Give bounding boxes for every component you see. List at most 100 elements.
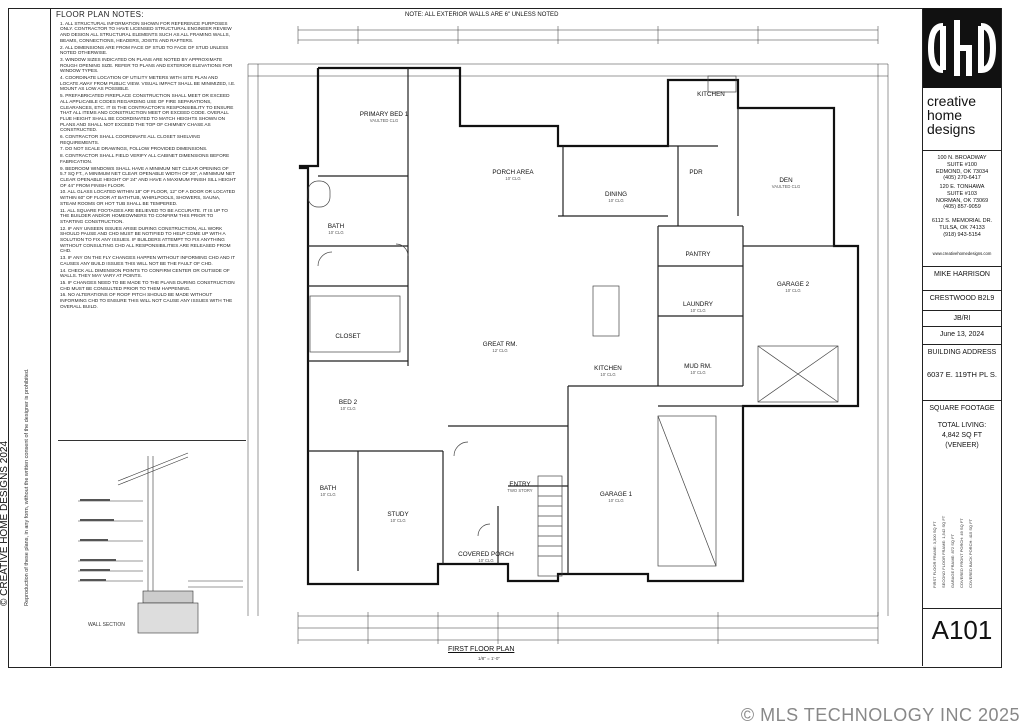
note-item: 14. CHECK ALL DIMENSION POINTS TO CONFIR…: [60, 267, 230, 279]
note-item: 6. CONTRACTOR SHALL COORDINATE ALL CLOSE…: [60, 134, 201, 145]
office-line: SUITE #100: [947, 161, 977, 168]
room-ceiling-note: 10' CLG: [690, 370, 705, 375]
note-item: 7. DO NOT SCALE DRAWINGS, FOLLOW PROVIDE…: [60, 146, 208, 152]
office-line: (405) 270-6417: [943, 175, 981, 182]
total-living-value: 4,842 SQ FT: [941, 432, 983, 439]
room-label: MUD RM.: [684, 363, 712, 370]
room-label: CLOSET: [335, 333, 360, 340]
drawn-by-initials: JB/RI: [923, 310, 1001, 331]
room-label: PANTRY: [686, 251, 712, 258]
chd-logo: [923, 8, 1001, 88]
office-line: NORMAN, OK 73069: [935, 197, 989, 204]
mls-watermark: © MLS TECHNOLOGY INC 2025: [740, 705, 1020, 725]
room-label: KITCHEN: [594, 365, 622, 372]
room-ceiling-note: 10' CLG: [390, 518, 405, 523]
note-item: 2. ALL DIMENSIONS ARE FROM FACE OF STUD …: [60, 44, 229, 56]
copyright-subtext: Reproduction of these plans, in any form…: [24, 368, 30, 606]
plan-title: FIRST FLOOR PLAN: [448, 646, 515, 653]
room-ceiling-note: 10' CLG: [600, 372, 615, 377]
square-footage-label: SQUARE FOOTAGE: [923, 400, 1001, 417]
plan-name: CRESTWOOD B2L9: [923, 290, 1001, 315]
title-block: creative home designs 100 N. BROADWAY SU…: [922, 8, 1001, 666]
office-line: 6112 S. MEMORIAL DR.: [931, 218, 993, 224]
plan-date: June 13, 2024: [923, 326, 1001, 347]
note-item: 3. WINDOW SIZES INDICATED ON PLANS ARE N…: [60, 56, 233, 74]
building-address-label: BUILDING ADDRESS: [923, 344, 1001, 363]
notes-title: FLOOR PLAN NOTES:: [56, 10, 144, 19]
office-line: (405) 857-9059: [943, 204, 981, 211]
room-ceiling-note: 10' CLG: [608, 498, 623, 503]
brand-line-1: creative: [927, 93, 977, 109]
note-item: 1. ALL STRUCTURAL INFORMATION SHOWN FOR …: [60, 20, 232, 43]
client-name: MIKE HARRISON: [923, 266, 1001, 291]
drawing-sheet: [8, 8, 1002, 668]
wall-section-drawing: WALL SECTION: [78, 452, 243, 634]
note-item: 13. IF ANY ON THE FLY CHANGES HAPPEN WIT…: [60, 255, 236, 266]
room-label: KITCHEN: [697, 91, 725, 98]
room-label: BED 2: [339, 399, 358, 406]
room-label: ENTRY: [509, 481, 531, 488]
office-edmond: 100 N. BROADWAY SUITE #100 EDMOND, OK 73…: [923, 150, 1001, 182]
note-item: 15. IF CHANGES NEED TO BE MADE TO THE PL…: [60, 279, 235, 291]
note-item: 10. ALL GLASS LOCATED WITHIN 18" OF FLOO…: [60, 189, 236, 206]
room-ceiling-note: VAULTED CLG: [370, 118, 398, 123]
sqft-line: COVERED FRONT PORCH: 49 SQ FT: [959, 518, 964, 588]
chd-logo-mark: [927, 20, 997, 76]
room-label: DEN: [779, 177, 793, 184]
room-label: PORCH AREA: [492, 169, 534, 176]
note-item: 12. IF ANY UNSEEN ISSUES ARISE DURING CO…: [60, 225, 231, 254]
copyright-text: © CREATIVE HOME DESIGNS 2024: [0, 440, 10, 606]
room-ceiling-note: 10' CLG: [478, 558, 493, 563]
note-item: 16. NO ALTERATIONS OF ROOF PITCH SHOULD …: [60, 292, 233, 309]
sqft-line: SECOND FLOOR FRAME: 1,542 SQ FT: [941, 515, 946, 588]
note-item: 8. CONTRACTOR SHALL FIELD VERIFY ALL CAB…: [60, 153, 230, 164]
room-ceiling-note: 10' CLG: [690, 308, 705, 313]
office-line: TULSA, OK 74133: [939, 224, 985, 231]
office-norman: 120 E. TONHAWA SUITE #103 NORMAN, OK 730…: [923, 184, 1001, 211]
sqft-breakdown: FIRST FLOOR FRAME: 3,300 SQ FT SECOND FLO…: [932, 515, 973, 588]
room-label: DINING: [605, 191, 627, 198]
office-line: (918) 943-5154: [943, 231, 981, 238]
office-line: 120 E. TONHAWA: [939, 184, 985, 190]
brand-line-2: home: [927, 107, 963, 123]
office-line: EDMOND, OK 73034: [935, 168, 989, 175]
building-address: 6037 E. 119TH PL S.: [926, 370, 998, 379]
left-title-strip: © CREATIVE HOME DESIGNS 2024 Reproductio…: [0, 8, 51, 666]
room-label: STUDY: [387, 511, 409, 518]
room-label: PRIMARY BED 1: [360, 111, 409, 118]
office-tulsa: 6112 S. MEMORIAL DR. TULSA, OK 74133 (91…: [923, 218, 1001, 238]
note-item: 9. BEDROOM WINDOWS SHALL HAVE A MINIMUM …: [60, 165, 237, 188]
wall-section-detail: WALL SECTION: [58, 440, 246, 651]
sqft-line: FIRST FLOOR FRAME: 3,300 SQ FT: [932, 521, 937, 588]
room-label: GREAT RM.: [483, 341, 518, 348]
room-label: PDR: [689, 169, 703, 176]
notes-list: 1. ALL STRUCTURAL INFORMATION SHOWN FOR …: [56, 21, 236, 310]
wall-section-label: WALL SECTION: [88, 622, 125, 628]
room-label: BATH: [320, 485, 337, 492]
total-living-label: TOTAL LIVING:: [937, 422, 987, 429]
exterior-wall-note: NOTE: ALL EXTERIOR WALLS ARE 6" UNLESS N…: [405, 12, 559, 18]
veneer-note: (VENEER): [945, 442, 979, 449]
room-label: COVERED PORCH: [458, 551, 514, 558]
room-ceiling-note: VAULTED CLG: [772, 184, 800, 189]
room-ceiling-note: 10' CLG: [505, 176, 520, 181]
sqft-line: COVERED BACK PORCH: 415 SQ FT: [968, 518, 973, 588]
room-ceiling-note: 10' CLG: [328, 230, 343, 235]
brand-line-3: designs: [927, 121, 976, 137]
room-ceiling-note: 10' CLG: [340, 406, 355, 411]
sqft-line: GARAGE FRAME: 872 SQ FT: [950, 533, 955, 588]
room-ceiling-note: 12' CLG: [492, 348, 507, 353]
office-line: 100 N. BROADWAY: [937, 155, 987, 161]
plan-scale: 1/8" = 1'-0": [478, 656, 500, 661]
room-ceiling-note: 10' CLG: [785, 288, 800, 293]
room-label: BATH: [328, 223, 345, 230]
note-item: 5. PREFABRICATED FIREPLACE CONSTRUCTION …: [60, 93, 234, 133]
room-label: GARAGE 2: [777, 281, 810, 288]
room-ceiling-note: TWO STORY: [507, 488, 532, 493]
office-line: SUITE #103: [947, 190, 977, 197]
sheet-number: A101: [923, 608, 1001, 646]
room-ceiling-note: 10' CLG: [608, 198, 623, 203]
room-ceiling-note: 10' CLG: [320, 492, 335, 497]
